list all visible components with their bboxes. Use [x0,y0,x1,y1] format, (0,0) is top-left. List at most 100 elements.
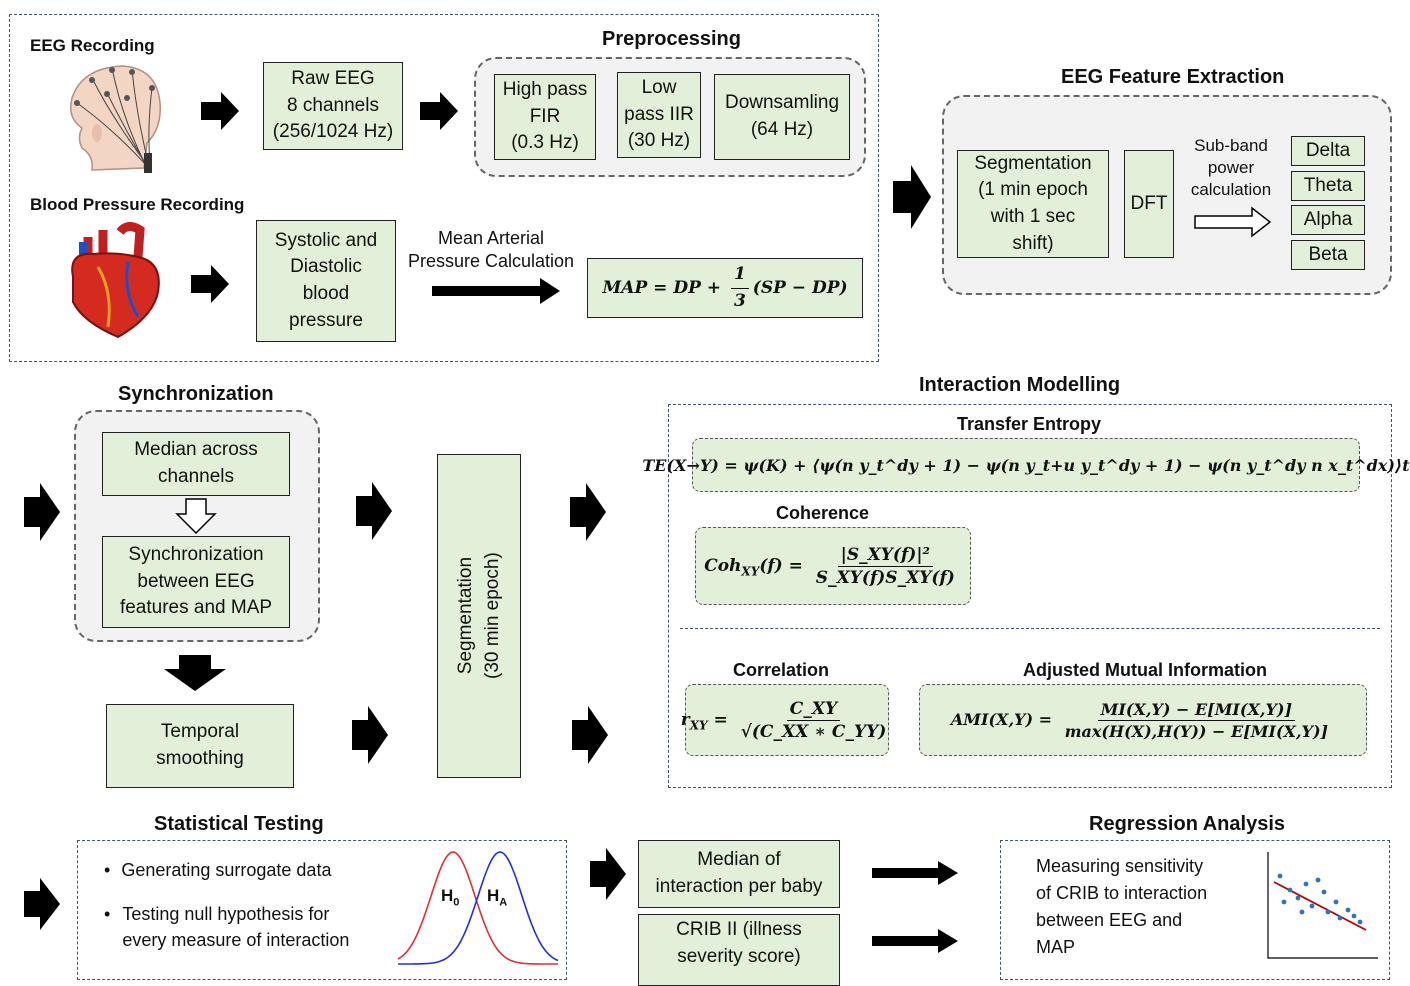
scatter-point [1281,899,1287,905]
interaction-divider [680,628,1380,629]
temporal-smoothing-box: Temporal smoothing [106,704,294,788]
scatter-point [1303,881,1309,887]
arrow-right-icon [191,265,229,303]
median-across-channels-box: Median across channels [102,432,290,496]
band-beta: Beta [1291,240,1365,270]
subband-label: Sub-band power calculation [1190,136,1272,200]
arrow-right-icon [24,483,60,541]
segmentation-30min-label: Segmentation (30 min epoch) [454,552,503,680]
transfer-entropy-formula-box: TE(X→Y) = ψ(K) + ⟨ψ(n y_t^dy + 1) − ψ(n … [642,438,1410,492]
scatter-point [1321,889,1327,895]
arrow-right-icon [570,483,606,541]
eeg-recording-label: EEG Recording [30,36,155,55]
scatter-point [1277,873,1283,879]
correlation-label: Correlation [733,660,830,680]
band-alpha: Alpha [1291,205,1365,235]
segmentation-30min-box: Segmentation (30 min epoch) [437,454,521,778]
statistical-testing-frame [77,840,567,980]
long-arrow-right-icon [432,278,560,304]
map-formula-rhs: (SP − DP) [752,277,848,298]
scatter-point [1295,895,1301,901]
preprocessing-title: Preprocessing [602,28,741,50]
ha-letter: H [487,886,500,905]
coh-arg: (f) = [759,555,809,576]
scatter-point [1299,909,1305,915]
coh-lhs: Coh [704,555,742,576]
median-interaction-box: Median of interaction per baby [638,840,840,908]
bullet-surrogate-text: Generating surrogate data [121,860,332,880]
bullet-surrogate: • Generating surrogate data [104,860,332,880]
hollow-arrow-down-icon [175,498,217,535]
scatter-point [1351,913,1357,919]
regression-text: Measuring sensitivity of CRIB to interac… [1036,856,1208,957]
band-delta: Delta [1291,136,1365,166]
map-formula-num: 1 [730,263,749,289]
heart-icon [71,222,160,339]
ami-formula-box: AMI(X,Y) = MI(X,Y) − E[MI(X,Y)]max(H(X),… [919,684,1367,756]
scatter-point [1309,903,1315,909]
arrow-down-icon [164,655,226,691]
scatter-point [1287,887,1293,893]
arrow-right-icon [201,92,239,130]
corr-lhs: r [680,709,690,730]
ami-lhs: AMI(X,Y) = [950,709,1058,729]
transfer-entropy-formula: TE(X→Y) = ψ(K) + ⟨ψ(n y_t^dy + 1) − ψ(n … [642,455,1410,475]
long-arrow-right-icon [872,861,958,885]
scatter-point [1325,909,1331,915]
bp-recording-label: Blood Pressure Recording [30,195,245,214]
interaction-modelling-frame [668,404,1392,788]
hollow-arrow-right-icon [1194,206,1272,238]
arrow-right-icon [893,165,931,229]
interaction-modelling-title: Interaction Modelling [919,374,1121,396]
low-pass-box: Low pass IIR (30 Hz) [617,72,701,158]
coherence-label: Coherence [776,503,870,523]
h0-letter: H [441,886,454,905]
scatter-point [1357,919,1363,925]
scatter-point [1345,907,1351,913]
long-arrow-right-icon [872,929,958,953]
ami-formula: AMI(X,Y) = MI(X,Y) − E[MI(X,Y)]max(H(X),… [951,700,1335,741]
ha-label: HA [487,886,507,908]
distribution-curves [397,851,559,965]
eeg-head-icon [70,65,161,173]
ha-sub: A [499,896,508,909]
corr-num: C_XY [786,699,841,721]
scatter-point [1315,877,1321,883]
arrow-right-icon [420,92,458,130]
map-calculation-label: Mean Arterial Pressure Calculation [407,228,575,272]
high-pass-box: High pass FIR (0.3 Hz) [494,74,596,160]
arrow-right-icon [352,706,388,764]
dft-box: DFT [1124,150,1174,258]
coh-sub: XY [741,563,760,578]
regression-analysis-title: Regression Analysis [1089,813,1286,835]
coh-den: S_XY(f)S_XY(f) [815,567,955,588]
correlation-formula: rXY = C_XY√(C_XX ∗ C_YY) [681,699,894,742]
scatter-point [1337,915,1343,921]
band-theta: Theta [1291,171,1365,201]
sync-eeg-map-box: Synchronization between EEG features and… [102,536,290,628]
systolic-diastolic-box: Systolic and Diastolic blood pressure [256,220,396,342]
bullet-null-hypothesis-text: Testing null hypothesis for every measur… [122,904,350,951]
h0-curve [397,851,558,965]
scatter-axes [1267,852,1378,959]
arrow-right-icon [590,848,626,900]
acquisition-frame [9,14,879,362]
arrow-right-icon [356,482,392,540]
ha-curve [398,851,559,965]
corr-sub: XY [689,717,708,732]
crib-box: CRIB II (illness severity score) [638,914,840,986]
transfer-entropy-label: Transfer Entropy [957,414,1102,434]
regression-frame [1000,840,1390,980]
correlation-formula-box: rXY = C_XY√(C_XX ∗ C_YY) [681,684,889,756]
downsampling-box: Downsamling (64 Hz) [714,74,850,160]
feature-extraction-title: EEG Feature Extraction [1061,66,1285,88]
arrow-right-icon [24,878,60,930]
corr-den: √(C_XX ∗ C_YY) [740,721,887,742]
statistical-testing-title: Statistical Testing [154,813,324,835]
ami-den: max(H(X),H(Y)) − E[MI(X,Y)] [1064,721,1329,741]
h0-label: H0 [441,886,459,908]
h0-sub: 0 [453,896,460,909]
